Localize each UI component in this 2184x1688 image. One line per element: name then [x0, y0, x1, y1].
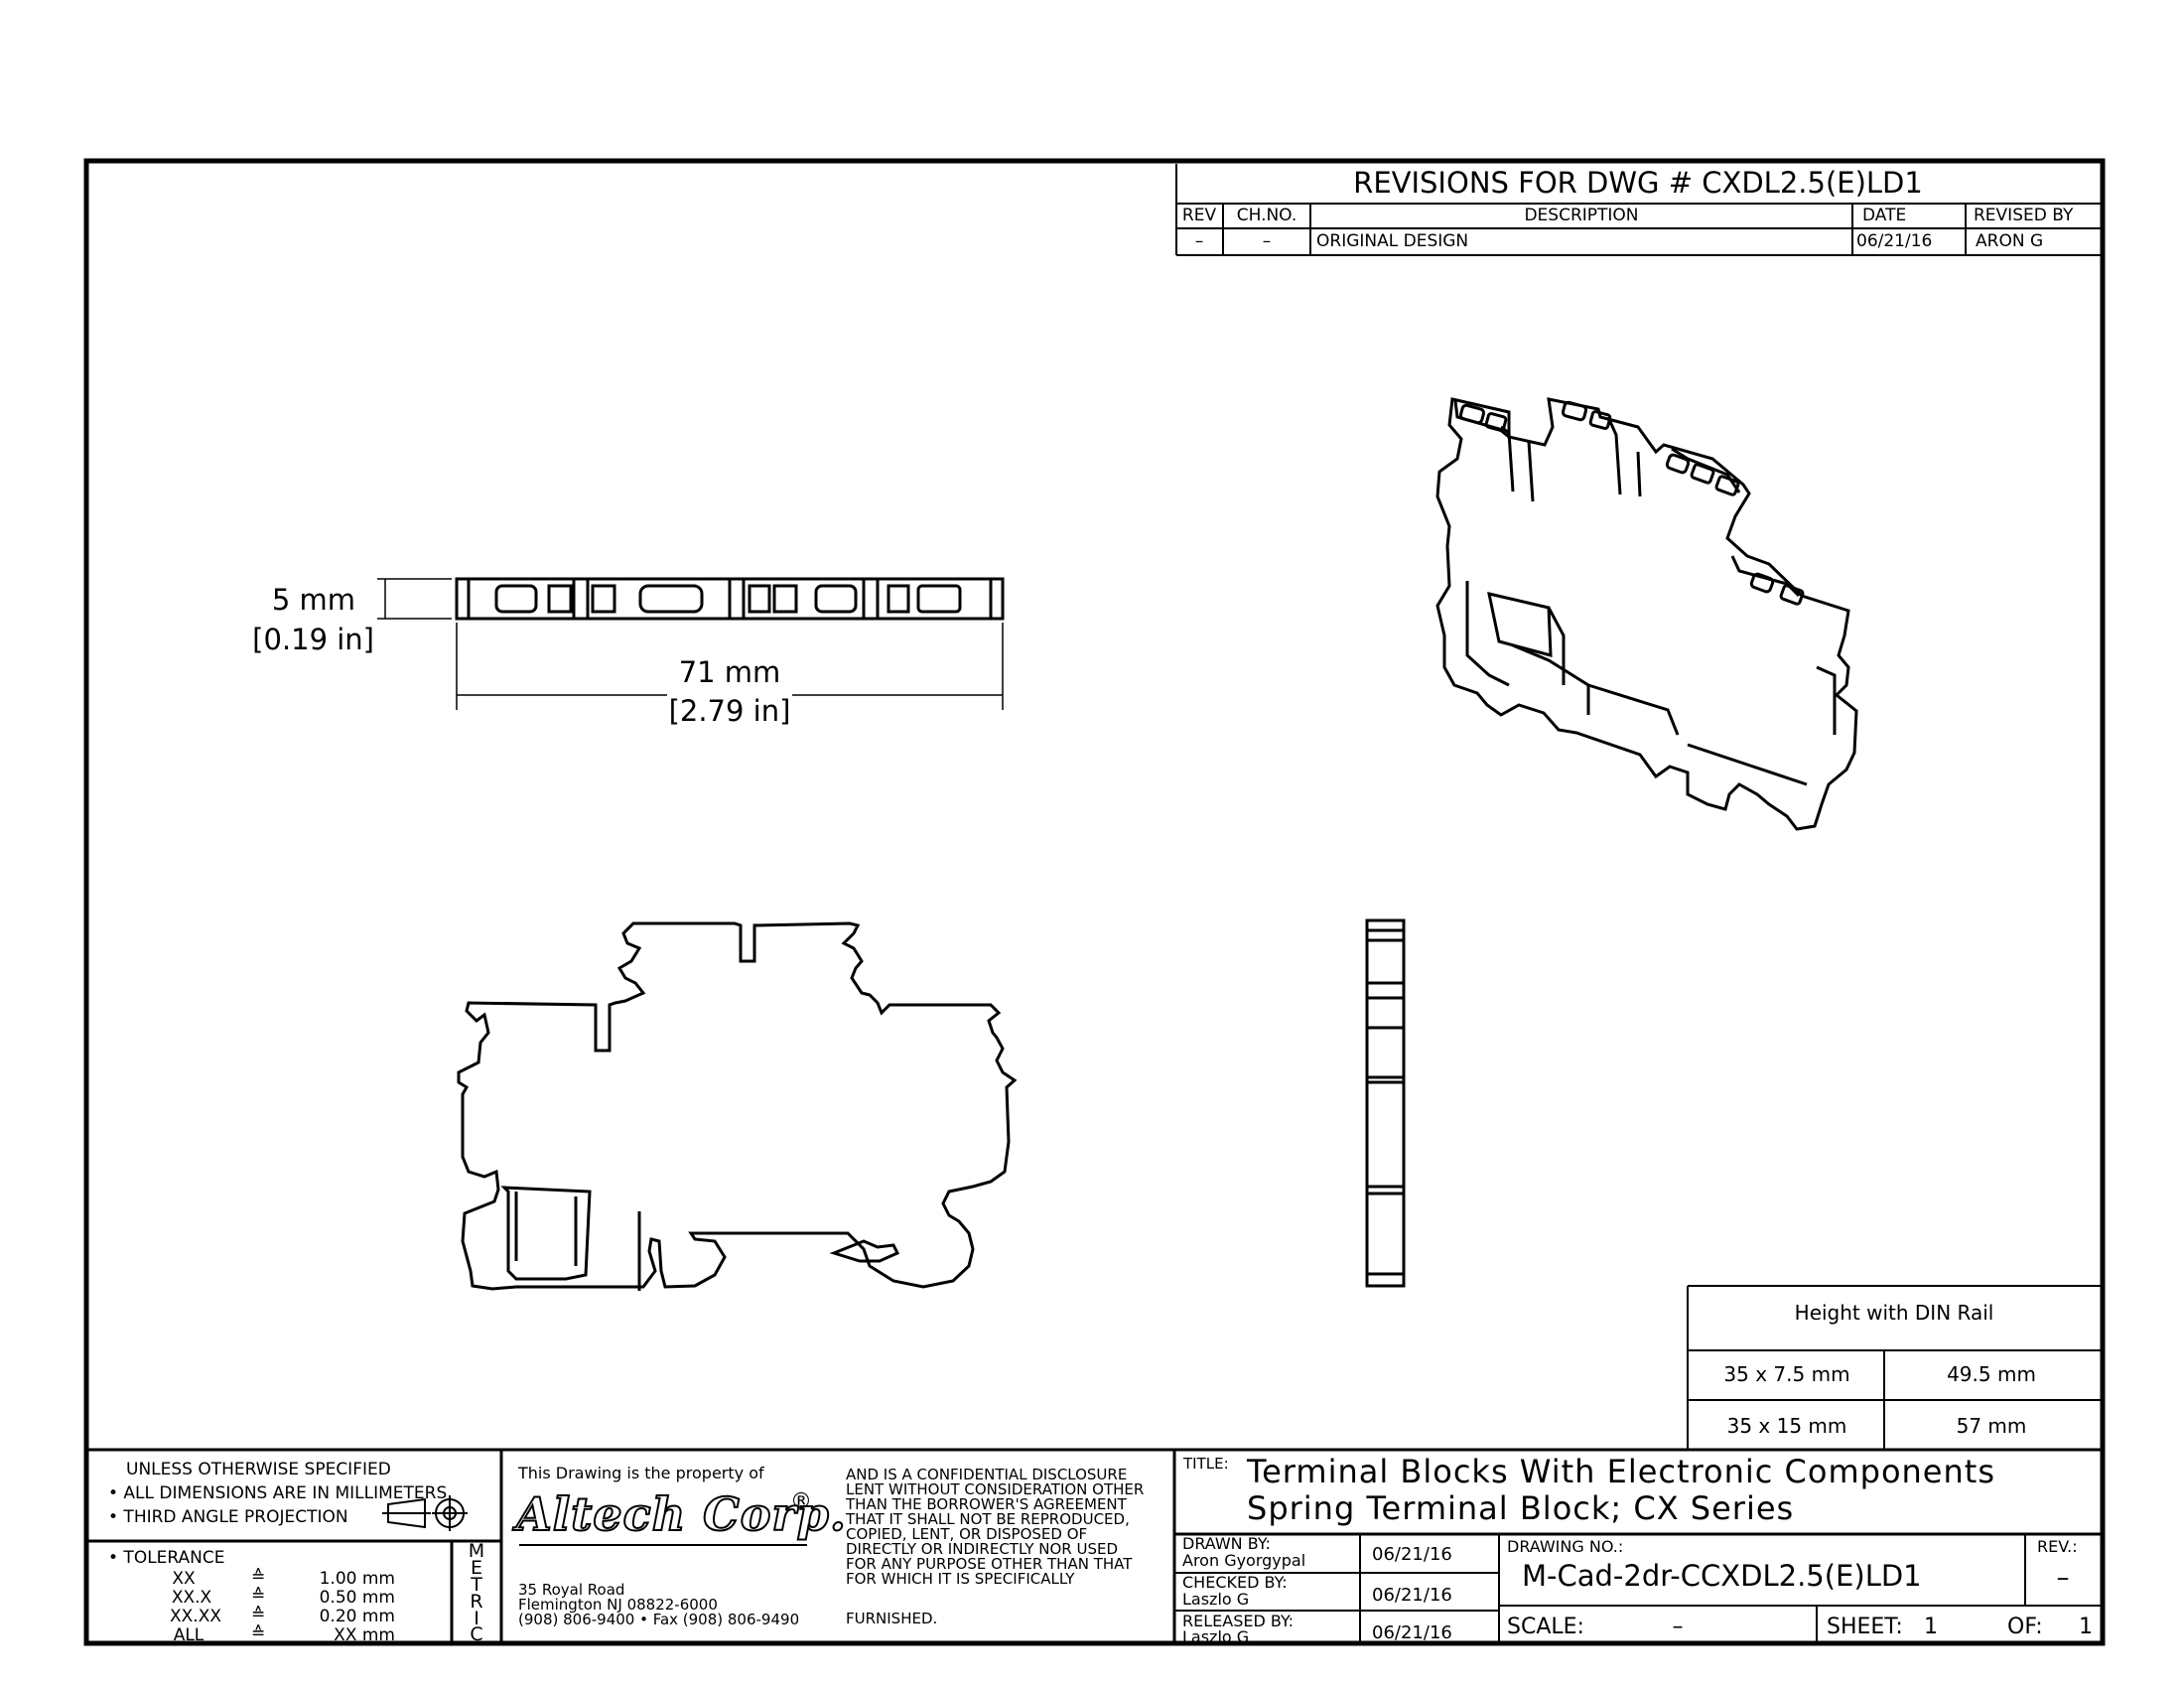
drawn-by-label: DRAWN BY:: [1182, 1534, 1271, 1553]
checked-by-label: CHECKED BY:: [1182, 1573, 1288, 1592]
address-line-2: Flemington NJ 08822-6000: [518, 1596, 718, 1614]
chno-col-header: CH.NO.: [1236, 206, 1297, 225]
revisions-title: REVISIONS FOR DWG # CXDL2.5(E)LD1: [1353, 166, 1923, 200]
tolerance-symbol: ≙: [251, 1586, 266, 1606]
released-by-name: Laszlo G: [1182, 1627, 1250, 1646]
drawing-no-label: DRAWING NO.:: [1507, 1537, 1624, 1556]
side-view: [1365, 918, 1406, 1288]
third-angle-projection-symbol: [382, 1495, 468, 1531]
tolerance-value: 0.50 mm: [319, 1588, 395, 1608]
tolerance-label: • TOLERANCE: [108, 1548, 225, 1568]
length-in-label: [2.79 in]: [668, 694, 791, 728]
disclosure-line: DIRECTLY OR INDIRECTLY NOR USED: [846, 1540, 1118, 1558]
scale-value: –: [1672, 1615, 1684, 1639]
revised-by-col-header: REVISED BY: [1974, 206, 2074, 225]
rev-col-header: REV: [1181, 206, 1217, 225]
length-mm-label: 71 mm: [678, 655, 781, 689]
thickness-in-label: [0.19 in]: [252, 623, 374, 656]
disclosure-line: FOR WHICH IT IS SPECIFICALLY: [846, 1570, 1075, 1588]
logo-underline: [519, 1544, 807, 1546]
tolerance-value: XX mm: [334, 1625, 395, 1645]
disclosure-line: THAN THE BORROWER'S AGREEMENT: [846, 1495, 1127, 1513]
notes-line-1: UNLESS OTHERWISE SPECIFIED: [126, 1460, 391, 1479]
address-line-3: (908) 806-9400 • Fax (908) 806-9490: [518, 1611, 800, 1628]
metric-letter: T: [471, 1574, 482, 1596]
disclosure-line: FURNISHED.: [846, 1610, 938, 1627]
front-view: [457, 921, 1018, 1291]
checked-date: 06/21/16: [1372, 1585, 1452, 1606]
tolerance-value: 0.20 mm: [319, 1607, 395, 1626]
top-view-strip: [455, 577, 1005, 621]
disclosure-line: THAT IT SHALL NOT BE REPRODUCED,: [846, 1510, 1130, 1528]
title-line-2: Spring Terminal Block; CX Series: [1247, 1489, 1795, 1527]
address-line-1: 35 Royal Road: [518, 1581, 625, 1599]
date-col-header: DATE: [1862, 206, 1907, 225]
metric-letter: M: [468, 1540, 485, 1562]
scale-label: SCALE:: [1507, 1615, 1584, 1639]
description-col-header: DESCRIPTION: [1524, 206, 1639, 225]
din-table-header: Height with DIN Rail: [1794, 1301, 1994, 1325]
checked-by-name: Laszlo G: [1182, 1590, 1250, 1609]
title-line-1: Terminal Blocks With Electronic Componen…: [1247, 1453, 1995, 1490]
notes-line-3: • THIRD ANGLE PROJECTION: [108, 1507, 348, 1527]
drawn-date: 06/21/16: [1372, 1544, 1452, 1565]
of-value: 1: [2079, 1615, 2093, 1639]
metric-letter: R: [470, 1591, 483, 1613]
sheet-value: 1: [1924, 1615, 1938, 1639]
tolerance-symbol: ≙: [251, 1605, 266, 1624]
metric-letter: C: [470, 1623, 483, 1645]
of-label: OF:: [2007, 1615, 2043, 1639]
tolerance-symbol: ≙: [251, 1623, 266, 1643]
date-cell: 06/21/16: [1856, 231, 1933, 251]
isometric-view: [1435, 397, 1858, 831]
registered-mark: ®: [790, 1489, 812, 1514]
tolerance-fmt: XX: [172, 1569, 196, 1589]
metric-letter: E: [470, 1557, 483, 1579]
rev-value: –: [2056, 1563, 2070, 1593]
tolerance-fmt: XX.XX: [170, 1607, 221, 1626]
notes-line-2: • ALL DIMENSIONS ARE IN MILLIMETERS: [108, 1483, 448, 1503]
revisions-block-lines: [1175, 164, 2101, 256]
metric-letter: I: [474, 1608, 479, 1629]
released-by-label: RELEASED BY:: [1182, 1612, 1295, 1630]
din-height-2: 57 mm: [1956, 1414, 2027, 1438]
tolerance-fmt: XX.X: [171, 1588, 212, 1608]
tolerance-fmt: ALL: [173, 1625, 205, 1645]
drawing-number: M-Cad-2dr-CCXDL2.5(E)LD1: [1522, 1559, 1922, 1593]
din-rail-1: 35 x 7.5 mm: [1723, 1362, 1850, 1386]
title-grid-lines: [1174, 1534, 2103, 1643]
thickness-mm-label: 5 mm: [271, 583, 355, 617]
sheet-label: SHEET:: [1827, 1615, 1903, 1639]
rev-label: REV.:: [2037, 1537, 2078, 1556]
altech-logo: Altech Corp.: [515, 1487, 847, 1541]
rev-cell: –: [1194, 231, 1204, 251]
sheet-border: [83, 158, 2106, 1646]
drawn-by-name: Aron Gyorgypal: [1182, 1551, 1306, 1570]
description-cell: ORIGINAL DESIGN: [1316, 231, 1469, 251]
property-of-text: This Drawing is the property of: [518, 1464, 764, 1482]
chno-cell: –: [1262, 231, 1272, 251]
tolerance-symbol: ≙: [251, 1567, 266, 1587]
tolerance-value: 1.00 mm: [319, 1569, 395, 1589]
din-height-1: 49.5 mm: [1947, 1362, 2036, 1386]
dimension-lines: [377, 578, 1004, 710]
revised-by-cell: ARON G: [1976, 231, 2044, 251]
released-date: 06/21/16: [1372, 1622, 1452, 1643]
disclosure-line: LENT WITHOUT CONSIDERATION OTHER: [846, 1480, 1145, 1498]
disclosure-line: COPIED, LENT, OR DISPOSED OF: [846, 1525, 1088, 1543]
din-table-lines: [1687, 1285, 2101, 1450]
disclosure-line: FOR ANY PURPOSE OTHER THAN THAT: [846, 1555, 1133, 1573]
din-rail-2: 35 x 15 mm: [1726, 1414, 1847, 1438]
title-label: TITLE:: [1183, 1455, 1229, 1473]
disclosure-line: AND IS A CONFIDENTIAL DISCLOSURE: [846, 1466, 1128, 1483]
